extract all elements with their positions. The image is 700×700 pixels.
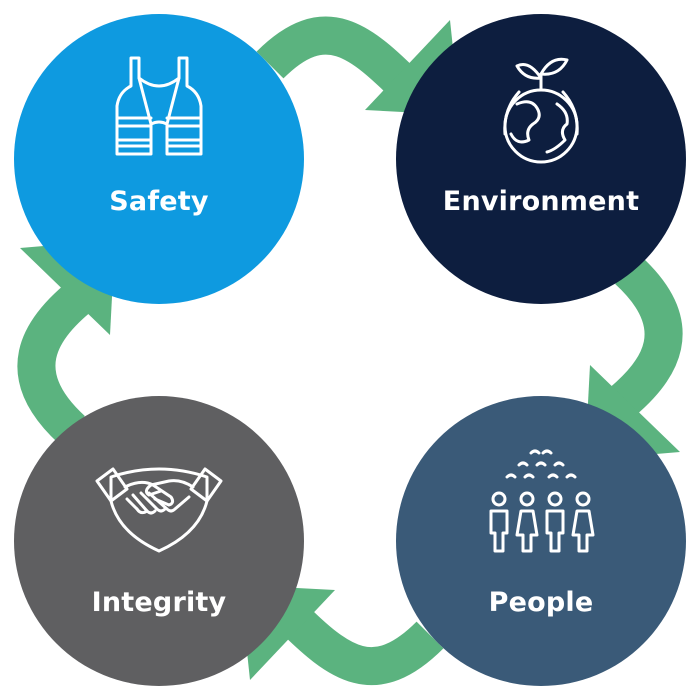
safety-vest-icon (115, 56, 203, 156)
integrity-label: Integrity (91, 587, 227, 618)
integrity-node: Integrity (14, 396, 304, 686)
globe-sprout-icon (503, 57, 579, 164)
arrow-shaft-integrity-to-safety (17, 274, 100, 444)
safety-node: Safety (14, 14, 304, 304)
environment-node: Environment (396, 14, 686, 304)
people-node: People (396, 396, 686, 686)
arrow-shaft-environment-to-people (600, 256, 683, 426)
handshake-shield-icon (95, 467, 223, 553)
group-people-icon (489, 449, 595, 553)
arrow-shaft-people-to-integrity (276, 601, 444, 685)
environment-label: Environment (442, 186, 640, 217)
arrow-shaft-safety-to-environment (256, 16, 424, 104)
people-label: People (488, 587, 594, 618)
safety-label: Safety (109, 186, 209, 217)
